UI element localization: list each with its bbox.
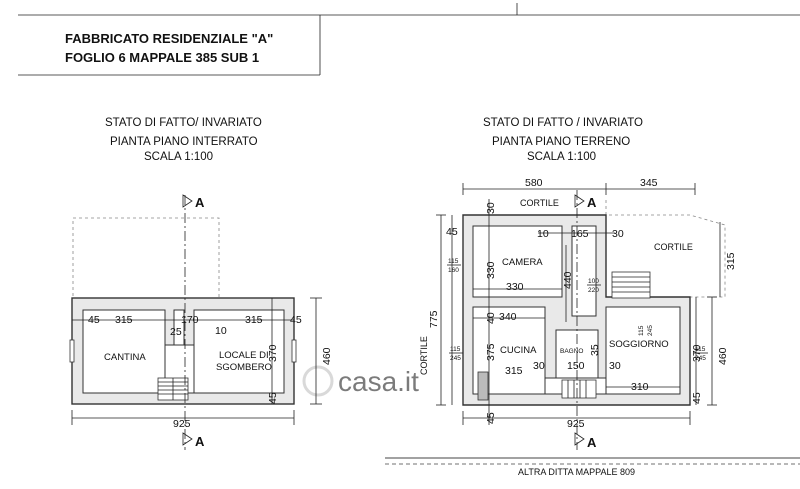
svg-text:370: 370 bbox=[267, 344, 279, 362]
svg-text:45: 45 bbox=[88, 314, 100, 326]
neighbor-label: ALTRA DITTA MAPPALE 809 bbox=[518, 467, 635, 477]
svg-text:330: 330 bbox=[506, 281, 524, 293]
svg-text:775: 775 bbox=[428, 310, 440, 328]
section-marker-bottom: A bbox=[195, 434, 205, 449]
left-caption-plan: PIANTA PIANO INTERRATO bbox=[110, 136, 258, 148]
svg-text:340: 340 bbox=[499, 311, 517, 323]
left-caption-state: STATO DI FATTO/ INVARIATO bbox=[105, 117, 262, 129]
room-soggiorno: SOGGIORNO bbox=[609, 339, 669, 350]
title-line-2: FOGLIO 6 MAPPALE 385 SUB 1 bbox=[65, 50, 259, 65]
svg-text:220: 220 bbox=[588, 287, 599, 294]
svg-text:245: 245 bbox=[695, 355, 706, 362]
svg-text:315: 315 bbox=[245, 314, 263, 326]
svg-text:460: 460 bbox=[321, 347, 333, 365]
room-bagno: BAGNO bbox=[560, 348, 583, 355]
svg-text:115: 115 bbox=[695, 346, 706, 353]
svg-text:315: 315 bbox=[115, 314, 133, 326]
svg-text:100: 100 bbox=[588, 278, 599, 285]
title-line-1: FABBRICATO RESIDENZIALE "A" bbox=[65, 31, 273, 46]
right-caption-state: STATO DI FATTO / INVARIATO bbox=[483, 117, 643, 129]
room-camera: CAMERA bbox=[502, 257, 543, 268]
svg-text:25: 25 bbox=[170, 326, 182, 338]
svg-text:460: 460 bbox=[717, 347, 729, 365]
stairs-icon bbox=[157, 377, 189, 401]
section-marker-top: A bbox=[195, 195, 205, 210]
svg-text:245: 245 bbox=[647, 325, 654, 336]
room-cantina: CANTINA bbox=[104, 352, 146, 363]
label-cortile-top: CORTILE bbox=[520, 198, 559, 208]
svg-text:30: 30 bbox=[485, 202, 497, 214]
svg-text:30: 30 bbox=[609, 360, 621, 372]
svg-text:345: 345 bbox=[640, 177, 658, 189]
courtyard-boundary bbox=[605, 200, 726, 298]
svg-text:115: 115 bbox=[638, 325, 645, 336]
svg-text:925: 925 bbox=[567, 418, 585, 430]
title-block: FABBRICATO RESIDENZIALE "A" FOGLIO 6 MAP… bbox=[18, 3, 800, 76]
right-plan: 580 345 CORTILE CORTILE 315 bbox=[385, 177, 800, 477]
svg-text:150: 150 bbox=[567, 360, 585, 372]
svg-text:315: 315 bbox=[725, 252, 737, 270]
svg-text:45: 45 bbox=[290, 314, 302, 326]
left-plan: A A 45 315 170 315 45 25 10 925 370 45 4… bbox=[69, 194, 333, 450]
label-cortile-left: CORTILE bbox=[419, 336, 429, 375]
right-caption-scale: SCALA 1:100 bbox=[527, 151, 596, 163]
stairs-icon bbox=[561, 271, 651, 399]
svg-text:30: 30 bbox=[612, 228, 624, 240]
left-caption-scale: SCALA 1:100 bbox=[144, 151, 213, 163]
right-caption-plan: PIANTA PIANO TERRENO bbox=[492, 136, 630, 148]
svg-text:315: 315 bbox=[505, 365, 523, 377]
svg-text:310: 310 bbox=[631, 381, 649, 393]
watermark: casa.it bbox=[302, 365, 419, 397]
svg-text:580: 580 bbox=[525, 177, 543, 189]
svg-text:925: 925 bbox=[173, 418, 191, 430]
svg-text:375: 375 bbox=[485, 343, 497, 361]
svg-text:245: 245 bbox=[450, 355, 461, 362]
svg-text:440: 440 bbox=[562, 271, 574, 289]
room-cucina: CUCINA bbox=[500, 345, 537, 356]
svg-text:10: 10 bbox=[215, 325, 227, 337]
room-locale-line1: LOCALE DI bbox=[219, 350, 269, 361]
svg-text:10: 10 bbox=[537, 228, 549, 240]
svg-text:45: 45 bbox=[691, 392, 703, 404]
watermark-text: casa.it bbox=[338, 366, 419, 397]
section-marker-bottom: A bbox=[587, 435, 597, 450]
upper-floor-outline bbox=[72, 217, 220, 301]
svg-text:330: 330 bbox=[485, 261, 497, 279]
label-cortile-right: CORTILE bbox=[654, 242, 693, 252]
svg-text:45: 45 bbox=[446, 226, 458, 238]
svg-text:35: 35 bbox=[589, 344, 601, 356]
svg-text:30: 30 bbox=[533, 360, 545, 372]
camera-room bbox=[472, 225, 563, 298]
svg-text:115: 115 bbox=[448, 258, 459, 265]
soggiorno-room bbox=[605, 306, 681, 395]
svg-text:45: 45 bbox=[267, 392, 279, 404]
cantina-room bbox=[82, 309, 166, 394]
svg-text:115: 115 bbox=[450, 346, 461, 353]
hatch-block bbox=[477, 371, 489, 401]
svg-text:160: 160 bbox=[448, 267, 459, 274]
svg-text:165: 165 bbox=[571, 228, 589, 240]
svg-text:170: 170 bbox=[181, 314, 199, 326]
section-marker-top: A bbox=[587, 195, 597, 210]
room-locale-line2: SGOMBERO bbox=[216, 362, 272, 373]
